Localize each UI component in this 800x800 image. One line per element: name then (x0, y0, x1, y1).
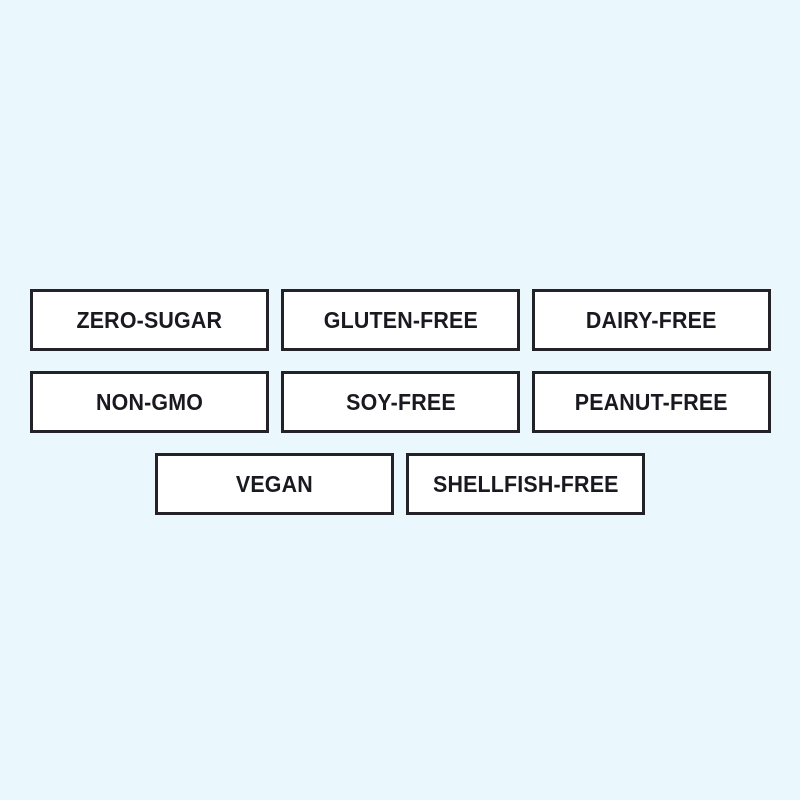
badge-soy-free[interactable]: SOY-FREE (281, 371, 520, 433)
badge-vegan[interactable]: VEGAN (155, 453, 394, 515)
badge-label: DAIRY-FREE (586, 306, 717, 333)
badge-row: ZERO-SUGAR GLUTEN-FREE DAIRY-FREE (0, 289, 800, 351)
badge-peanut-free[interactable]: PEANUT-FREE (532, 371, 771, 433)
badge-row: NON-GMO SOY-FREE PEANUT-FREE (0, 371, 800, 433)
badge-dairy-free[interactable]: DAIRY-FREE (532, 289, 771, 351)
badge-gluten-free[interactable]: GLUTEN-FREE (281, 289, 520, 351)
badge-label: PEANUT-FREE (575, 388, 728, 415)
badge-non-gmo[interactable]: NON-GMO (30, 371, 269, 433)
badge-label: ZERO-SUGAR (76, 306, 223, 333)
badge-label: SHELLFISH-FREE (432, 470, 619, 497)
badge-row: VEGAN SHELLFISH-FREE (0, 453, 800, 515)
badge-label: SOY-FREE (345, 388, 456, 415)
badge-label: NON-GMO (95, 388, 204, 415)
badge-label: VEGAN (235, 470, 313, 497)
badge-grid: ZERO-SUGAR GLUTEN-FREE DAIRY-FREE NON-GM… (0, 289, 800, 515)
badge-zero-sugar[interactable]: ZERO-SUGAR (30, 289, 269, 351)
badge-shellfish-free[interactable]: SHELLFISH-FREE (406, 453, 645, 515)
badge-label: GLUTEN-FREE (323, 306, 478, 333)
